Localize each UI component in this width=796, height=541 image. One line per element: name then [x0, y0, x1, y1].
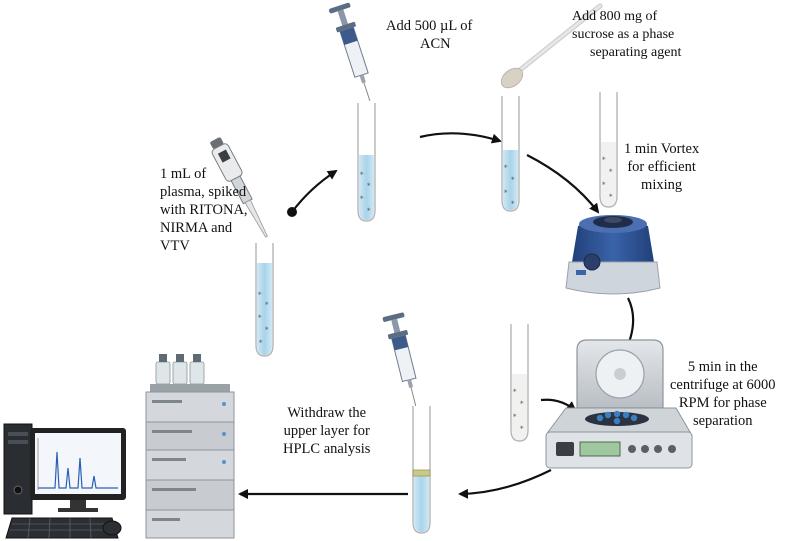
- label-withdraw: Withdraw the upper layer for HPLC analys…: [283, 404, 370, 458]
- label-acn-line-1: Add 500 µL of: [386, 18, 473, 34]
- hplc-instrument-icon: [145, 354, 235, 539]
- label-plasma-line-4: NIRMA and: [160, 220, 233, 236]
- label-plasma-line-2: plasma, spiked: [160, 184, 247, 200]
- svg-text:⁎: ⁎: [511, 198, 515, 206]
- svg-text:⁎: ⁎: [265, 299, 269, 307]
- label-withdraw-line-3: HPLC analysis: [283, 441, 371, 457]
- tube-pre-centrifuge: ⁎⁎⁎⁎: [510, 324, 529, 442]
- arrow-centrifuge-to-withdraw: [458, 469, 552, 499]
- svg-text:⁎: ⁎: [602, 179, 606, 187]
- tube-acn: ⁎⁎⁎⁎: [357, 103, 376, 222]
- svg-text:⁎: ⁎: [258, 312, 262, 320]
- svg-text:⁎: ⁎: [511, 174, 515, 182]
- svg-text:⁎: ⁎: [367, 180, 371, 188]
- label-withdraw-line-1: Withdraw the: [287, 405, 367, 421]
- arrow-acn-to-sucrose: [419, 132, 502, 144]
- svg-text:⁎: ⁎: [602, 154, 606, 162]
- svg-text:⁎: ⁎: [513, 386, 517, 394]
- tube-sucrose: ⁎⁎⁎⁎: [501, 96, 520, 212]
- svg-text:⁎: ⁎: [258, 289, 262, 297]
- svg-text:⁎: ⁎: [259, 337, 263, 345]
- label-vortex-line-1: 1 min Vortex: [624, 141, 700, 157]
- label-acn-line-2: ACN: [420, 36, 451, 52]
- svg-text:⁎: ⁎: [520, 398, 524, 406]
- label-vortex: 1 min Vortex for efficient mixing: [624, 140, 699, 194]
- label-plasma: 1 mL of plasma, spiked with RITONA, NIRM…: [160, 165, 248, 255]
- solvent-bottles-icon: [155, 354, 205, 385]
- syringe-withdraw-icon: [382, 312, 418, 412]
- label-plasma-line-3: with RITONA,: [160, 202, 248, 218]
- label-vortex-line-3: mixing: [641, 177, 683, 193]
- centrifuge-icon: [545, 339, 693, 469]
- tube-mixed: ⁎⁎⁎⁎: [599, 92, 618, 208]
- label-sucrose-line-3: separating agent: [590, 45, 682, 60]
- label-centrifuge: 5 min in the centrifuge at 6000 RPM for …: [670, 358, 776, 430]
- label-acn: Add 500 µL of ACN: [386, 17, 472, 53]
- svg-text:⁎: ⁎: [265, 324, 269, 332]
- arrow-plasma-to-acn: [287, 169, 338, 217]
- label-centrifuge-line-1: 5 min in the: [687, 359, 758, 375]
- svg-text:⁎: ⁎: [504, 162, 508, 170]
- svg-text:⁎: ⁎: [360, 169, 364, 177]
- svg-text:⁎: ⁎: [504, 187, 508, 195]
- label-centrifuge-line-4: separation: [692, 413, 753, 429]
- svg-text:⁎: ⁎: [360, 193, 364, 201]
- arrow-sucrose-to-vortex: [526, 154, 600, 214]
- label-centrifuge-line-3: RPM for phase: [678, 395, 767, 411]
- label-plasma-line-5: VTV: [160, 238, 190, 254]
- svg-text:⁎: ⁎: [609, 166, 613, 174]
- label-vortex-line-2: for efficient: [627, 159, 696, 175]
- label-sucrose: Add 800 mg of sucrose as a phase separat…: [572, 8, 681, 62]
- tube-plasma: ⁎⁎⁎ ⁎⁎: [255, 243, 274, 357]
- label-withdraw-line-2: upper layer for: [283, 423, 370, 439]
- svg-text:⁎: ⁎: [513, 411, 517, 419]
- pipette-icon: [210, 137, 268, 238]
- label-sucrose-line-1: Add 800 mg of: [572, 9, 658, 24]
- svg-text:⁎: ⁎: [520, 423, 524, 431]
- label-centrifuge-line-2: centrifuge at 6000: [670, 377, 776, 393]
- spoon-icon: [500, 3, 603, 89]
- syringe-icon: [329, 2, 371, 101]
- chromatogram-icon: [38, 451, 118, 489]
- svg-text:⁎: ⁎: [367, 205, 371, 213]
- label-sucrose-line-2: sucrose as a phase: [572, 27, 675, 42]
- tube-separated: [412, 406, 431, 534]
- svg-text:⁎: ⁎: [609, 191, 613, 199]
- label-plasma-line-1: 1 mL of: [160, 166, 207, 182]
- vortex-mixer-icon: [565, 215, 661, 295]
- computer-icon: [3, 423, 126, 539]
